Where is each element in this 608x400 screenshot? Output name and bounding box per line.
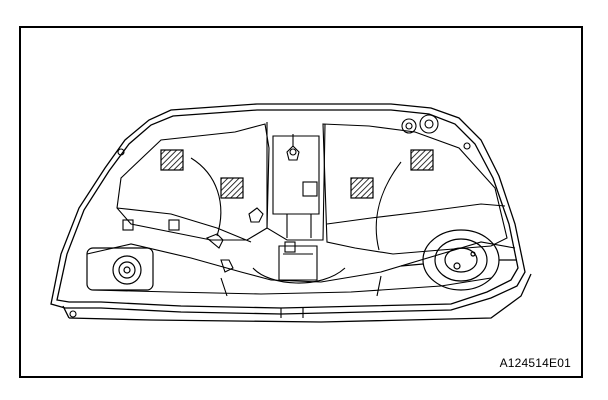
- center-clip: [286, 134, 300, 161]
- vent-fittings: [69, 114, 471, 318]
- bottom-rail: [280, 308, 304, 318]
- hatched-marker-4: [410, 149, 434, 171]
- fuel-tank-diagram: [50, 103, 532, 323]
- hatched-marker-1: [160, 149, 184, 171]
- hatched-markers: [160, 149, 434, 199]
- hatched-marker-2: [220, 177, 244, 199]
- left-filler-cap: [86, 247, 154, 291]
- tank-outline: [50, 103, 532, 323]
- right-fuel-pump: [400, 229, 517, 291]
- figure-id-label: A124514E01: [499, 356, 571, 370]
- figure-frame: A124514E01: [19, 26, 583, 378]
- hatched-marker-3: [350, 177, 374, 199]
